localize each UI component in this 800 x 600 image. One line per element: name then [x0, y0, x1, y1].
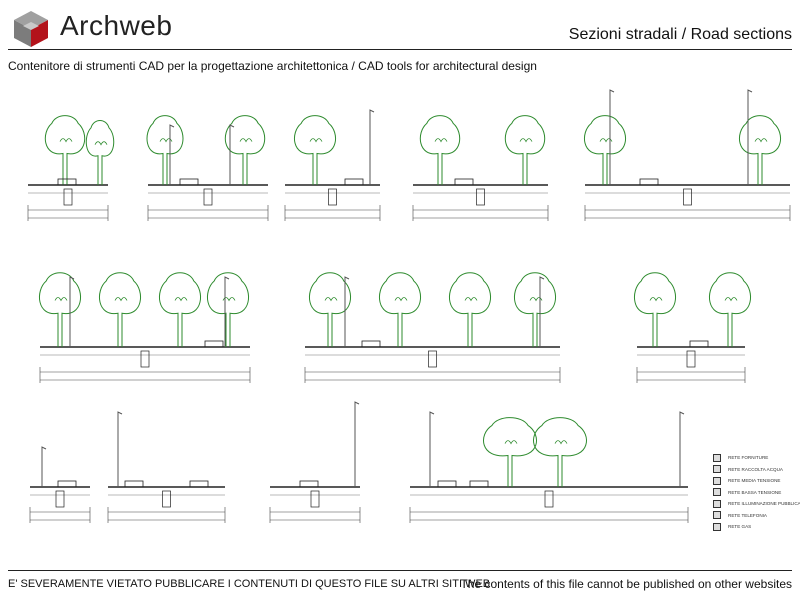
brand-name: Archweb: [60, 10, 173, 41]
legend-item: RETE ILLUMINAZIONE PUBBLICA: [713, 498, 800, 510]
car-icon: [57, 178, 77, 186]
legend-item: RETE MEDIA TENSIONE: [713, 475, 793, 487]
legend-label: RETE GAS: [728, 524, 752, 530]
road-sections-drawing: [27, 89, 791, 523]
car-icon: [204, 340, 224, 348]
legend-symbol-icon: [713, 488, 721, 497]
copyright-notice-it: E' SEVERAMENTE VIETATO PUBBLICARE I CONT…: [8, 578, 491, 590]
tree-icon: [206, 272, 250, 347]
legend-symbol-icon: [713, 522, 721, 531]
legend-item: RETE GAS: [713, 521, 793, 533]
tree-icon: [98, 272, 142, 347]
utility-manhole: [140, 350, 150, 368]
street-lamp-icon: [169, 124, 175, 185]
street-lamp-icon: [344, 276, 350, 347]
header-divider: [8, 49, 792, 50]
utility-manhole: [63, 188, 73, 206]
legend-label: RETE MEDIA TENSIONE: [728, 478, 781, 484]
utility-manhole: [683, 188, 692, 206]
tree-icon: [158, 272, 202, 347]
footer-divider: [8, 570, 792, 571]
street-lamp-icon: [224, 276, 230, 347]
street-lamp-icon: [429, 411, 435, 487]
tree-icon: [738, 115, 782, 185]
header: Archweb Sezioni stradali / Road sections: [0, 0, 800, 52]
car-icon: [124, 480, 144, 488]
tree-icon: [419, 115, 461, 185]
tree-icon: [633, 272, 677, 347]
car-icon: [454, 178, 474, 186]
car-icon: [189, 480, 209, 488]
street-lamp-icon: [69, 276, 75, 347]
utility-manhole: [328, 188, 337, 206]
legend-symbol-icon: [713, 476, 721, 485]
tree-icon: [146, 115, 184, 185]
car-icon: [437, 480, 457, 488]
tree-icon: [38, 272, 82, 347]
car-icon: [344, 178, 364, 186]
legend-symbol-icon: [713, 499, 721, 508]
page-subtitle: Contenitore di strumenti CAD per la prog…: [8, 59, 537, 73]
car-icon: [299, 480, 319, 488]
copyright-notice-en: The contents of this file cannot be publ…: [460, 577, 792, 591]
tree-icon: [533, 417, 587, 487]
legend-label: RETE BASSA TENSIONE: [728, 489, 782, 495]
street-lamp-icon: [369, 109, 375, 185]
utility-manhole: [428, 350, 437, 368]
utility-manhole: [203, 188, 213, 206]
tree-icon: [224, 115, 266, 185]
tree-icon: [293, 115, 337, 185]
car-icon: [361, 340, 381, 348]
tree-icon: [308, 272, 352, 347]
car-icon: [179, 178, 199, 186]
utility-manhole: [686, 350, 696, 368]
legend-symbol-icon: [713, 465, 721, 474]
legend-item: RETE FORNITURE: [713, 452, 793, 464]
street-lamp-icon: [747, 89, 753, 185]
legend-symbol-icon: [713, 511, 721, 520]
archweb-logo-icon: [14, 11, 48, 47]
tree-icon: [708, 272, 752, 347]
tree-icon: [483, 417, 537, 487]
car-icon: [57, 480, 77, 488]
car-icon: [469, 480, 489, 488]
legend-label: RETE RACCOLTA ACQUA: [728, 466, 783, 472]
tree-icon: [378, 272, 422, 347]
legend-label: RETE ILLUMINAZIONE PUBBLICA: [728, 501, 800, 507]
tree-icon: [448, 272, 492, 347]
legend-item: RETE BASSA TENSIONE: [713, 487, 793, 499]
legend-label: RETE TELEFONIA: [728, 512, 767, 518]
tree-icon: [504, 115, 546, 185]
tree-icon: [583, 115, 627, 185]
street-lamp-icon: [354, 401, 360, 487]
page-title: Sezioni stradali / Road sections: [568, 26, 792, 43]
legend-item: RETE RACCOLTA ACQUA: [713, 464, 793, 476]
utility-manhole: [162, 490, 171, 508]
tree-icon: [85, 119, 115, 185]
utility-manhole: [476, 188, 485, 206]
street-lamp-icon: [609, 89, 615, 185]
street-lamp-icon: [229, 124, 235, 185]
street-lamp-icon: [41, 446, 47, 487]
network-legend: RETE FORNITURE RETE RACCOLTA ACQUA RETE ME…: [713, 452, 800, 533]
utility-manhole: [55, 490, 65, 508]
legend-label: RETE FORNITURE: [728, 455, 769, 461]
legend-item: RETE TELEFONIA: [713, 510, 793, 522]
car-icon: [639, 178, 659, 186]
tree-icon: [513, 272, 557, 347]
car-icon: [689, 340, 709, 348]
tree-icon: [44, 115, 86, 185]
legend-symbol-icon: [713, 453, 721, 462]
utility-manhole: [310, 490, 320, 508]
street-lamp-icon: [117, 411, 123, 487]
utility-manhole: [544, 490, 554, 508]
street-lamp-icon: [539, 276, 545, 347]
street-lamp-icon: [679, 411, 685, 487]
